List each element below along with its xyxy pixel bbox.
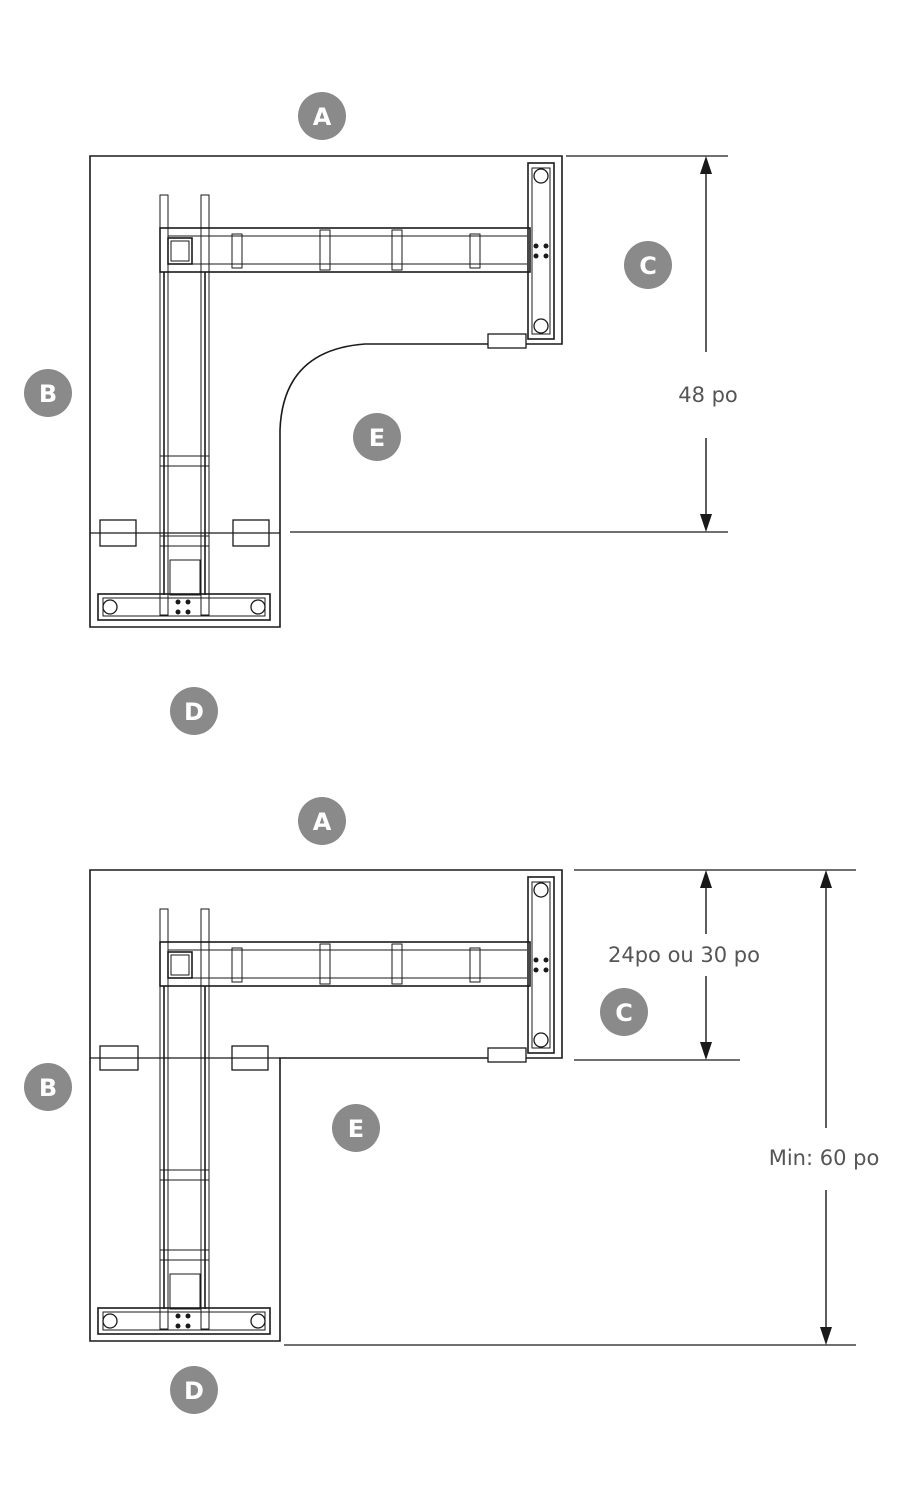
svg-text:B: B: [39, 380, 57, 408]
label-d-badge: D: [170, 687, 218, 735]
label-d-badge: D: [170, 1366, 218, 1414]
diagram-corner-60: 24po ou 30 po Min: 60 po A B C D E: [24, 797, 879, 1414]
dimension-total-label: Min: 60 po: [769, 1146, 880, 1170]
svg-text:A: A: [313, 808, 332, 836]
label-e-badge: E: [332, 1104, 380, 1152]
svg-text:D: D: [184, 698, 204, 726]
desktop-outline: [89, 155, 563, 628]
label-c-badge: C: [624, 241, 672, 289]
svg-text:B: B: [39, 1074, 57, 1102]
label-e-badge: E: [353, 413, 401, 461]
label-c-badge: C: [600, 988, 648, 1036]
svg-text:C: C: [615, 999, 633, 1027]
dimension-side-depth-label: 24po ou 30 po: [608, 943, 760, 967]
dimension-depth-label: 48 po: [678, 383, 738, 407]
label-b-badge: B: [24, 369, 72, 417]
svg-text:E: E: [348, 1115, 364, 1143]
desktop-outline: [89, 869, 563, 1342]
svg-text:A: A: [313, 103, 332, 131]
svg-text:E: E: [369, 424, 385, 452]
diagram-corner-48: 48 po A B C D E: [24, 92, 738, 735]
clamp: [487, 1047, 527, 1063]
clamp: [487, 333, 527, 349]
label-a-badge: A: [298, 92, 346, 140]
label-a-badge: A: [298, 797, 346, 845]
svg-text:D: D: [184, 1377, 204, 1405]
label-b-badge: B: [24, 1063, 72, 1111]
svg-text:C: C: [639, 252, 657, 280]
